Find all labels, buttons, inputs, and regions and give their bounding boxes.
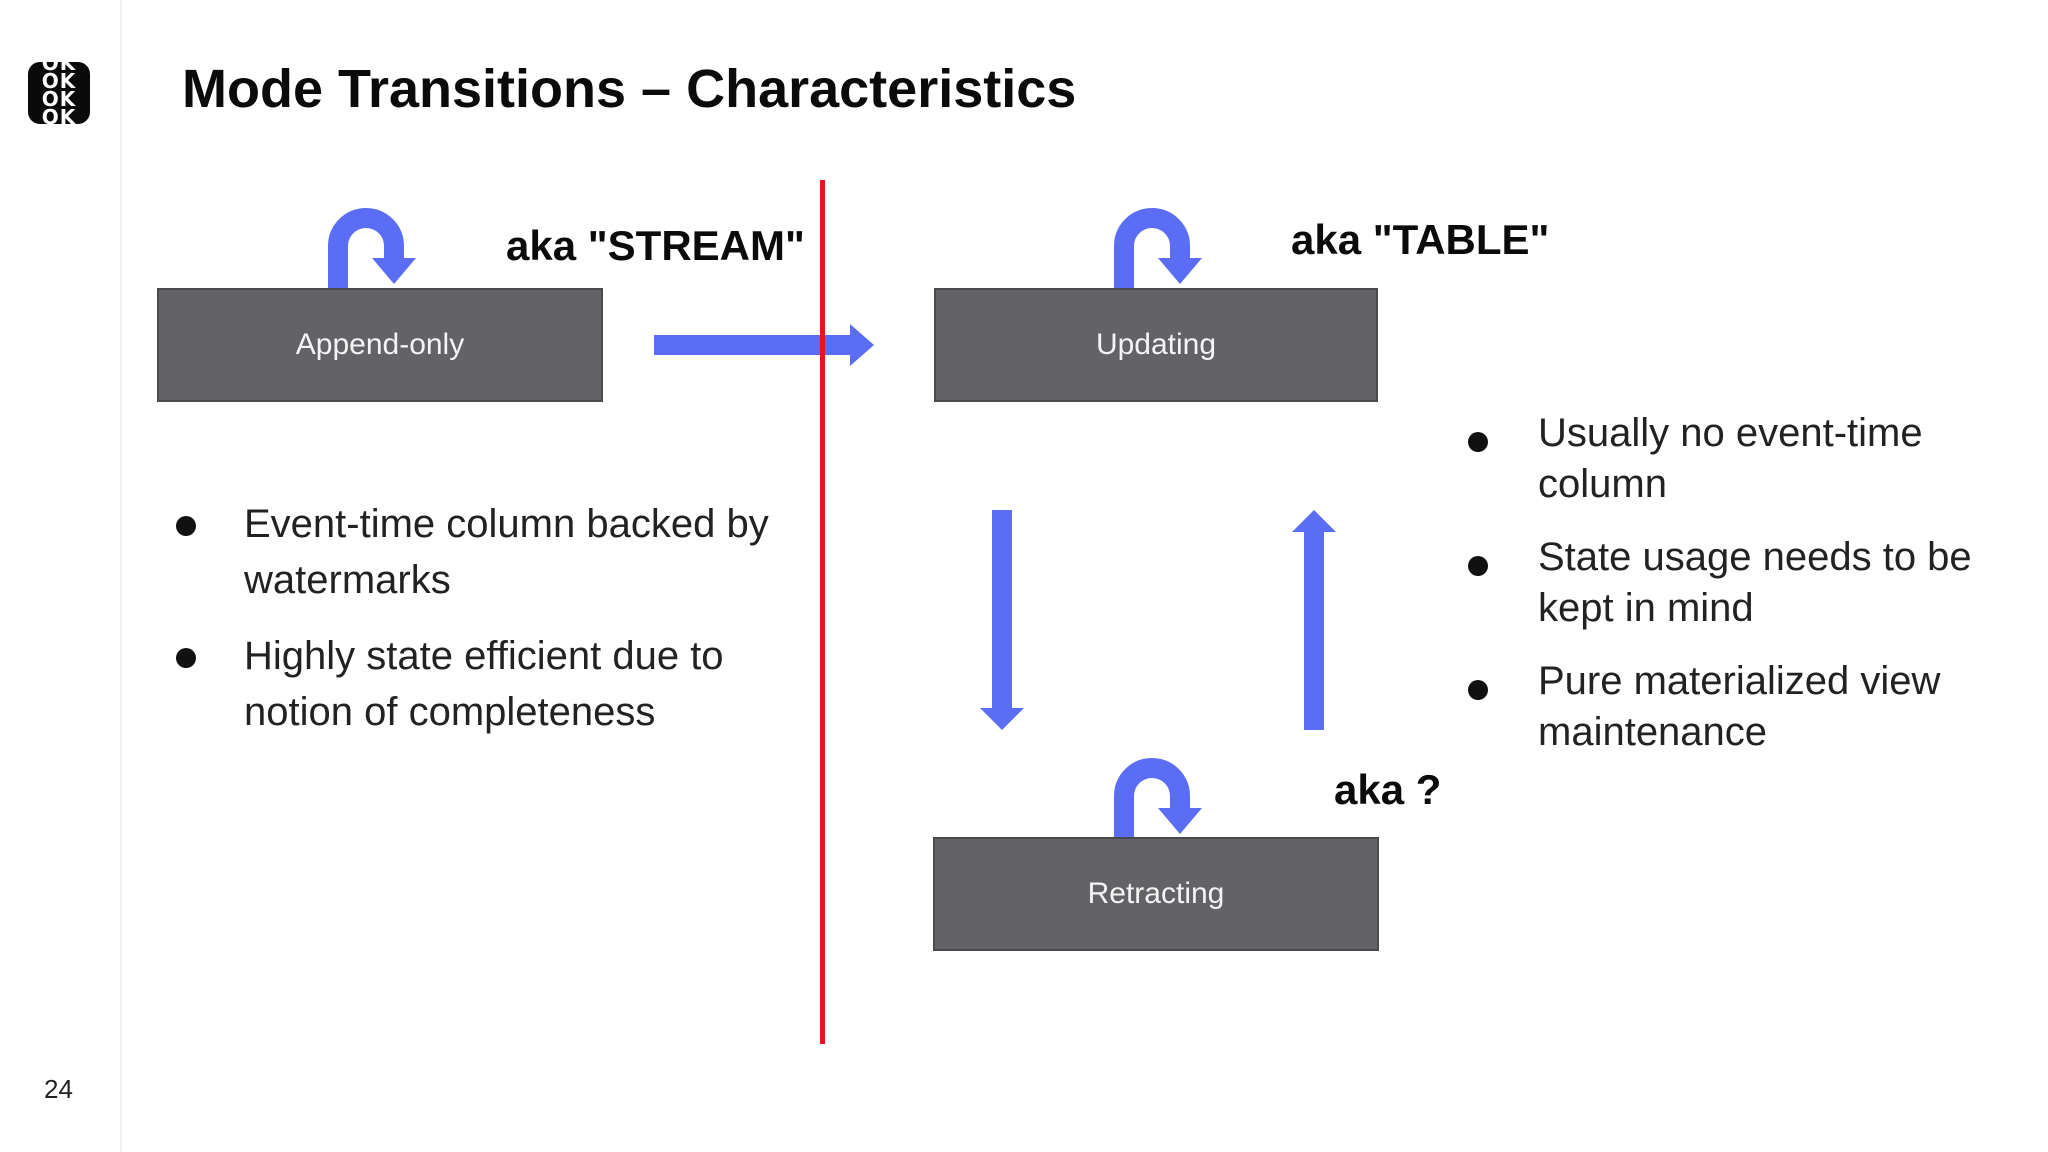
bullet-dot-icon bbox=[1468, 432, 1488, 452]
bullet-text: State usage needs to be kept in mind bbox=[1538, 535, 1972, 630]
bullet-text: Usually no event-time column bbox=[1538, 411, 1923, 506]
self-loop-retracting bbox=[1114, 758, 1202, 838]
state-box-updating: Updating bbox=[934, 288, 1378, 402]
self-loop-updating bbox=[1114, 208, 1202, 288]
arrow-updating-to-retracting bbox=[980, 510, 1024, 730]
bullet-text: Event-time column backed by watermarks bbox=[244, 502, 769, 602]
bullet-dot-icon bbox=[176, 516, 196, 536]
list-item: Event-time column backed by watermarks bbox=[176, 496, 816, 608]
list-item: Pure materialized view maintenance bbox=[1466, 656, 2026, 758]
left-bullet-list: Event-time column backed by watermarks H… bbox=[176, 496, 816, 760]
page-number: 24 bbox=[44, 1074, 73, 1104]
arrow-append-to-updating bbox=[654, 324, 874, 366]
bullet-dot-icon bbox=[1468, 680, 1488, 700]
state-box-append-only: Append-only bbox=[157, 288, 603, 402]
divider-line bbox=[820, 180, 825, 1044]
bullet-text: Highly state efficient due to notion of … bbox=[244, 634, 724, 734]
aka-table-label: aka "TABLE" bbox=[1291, 216, 1550, 263]
bullet-dot-icon bbox=[1468, 556, 1488, 576]
sidebar-divider bbox=[120, 0, 122, 1152]
self-loop-append-only bbox=[328, 208, 416, 288]
bullet-dot-icon bbox=[176, 648, 196, 668]
bullet-text: Pure materialized view maintenance bbox=[1538, 659, 1941, 754]
list-item: Highly state efficient due to notion of … bbox=[176, 628, 816, 740]
right-bullet-list: Usually no event-time column State usage… bbox=[1466, 408, 2026, 780]
arrow-retracting-to-updating bbox=[1292, 510, 1336, 730]
slide-title: Mode Transitions – Characteristics bbox=[182, 59, 1077, 119]
state-label-append-only: Append-only bbox=[295, 328, 465, 361]
aka-unknown-label: aka ? bbox=[1334, 766, 1442, 813]
list-item: Usually no event-time column bbox=[1466, 408, 2026, 510]
state-box-retracting: Retracting bbox=[933, 837, 1379, 951]
aka-stream-label: aka "STREAM" bbox=[506, 222, 805, 269]
state-label-retracting: Retracting bbox=[1087, 877, 1225, 910]
list-item: State usage needs to be kept in mind bbox=[1466, 532, 2026, 634]
state-label-updating: Updating bbox=[1095, 328, 1217, 361]
